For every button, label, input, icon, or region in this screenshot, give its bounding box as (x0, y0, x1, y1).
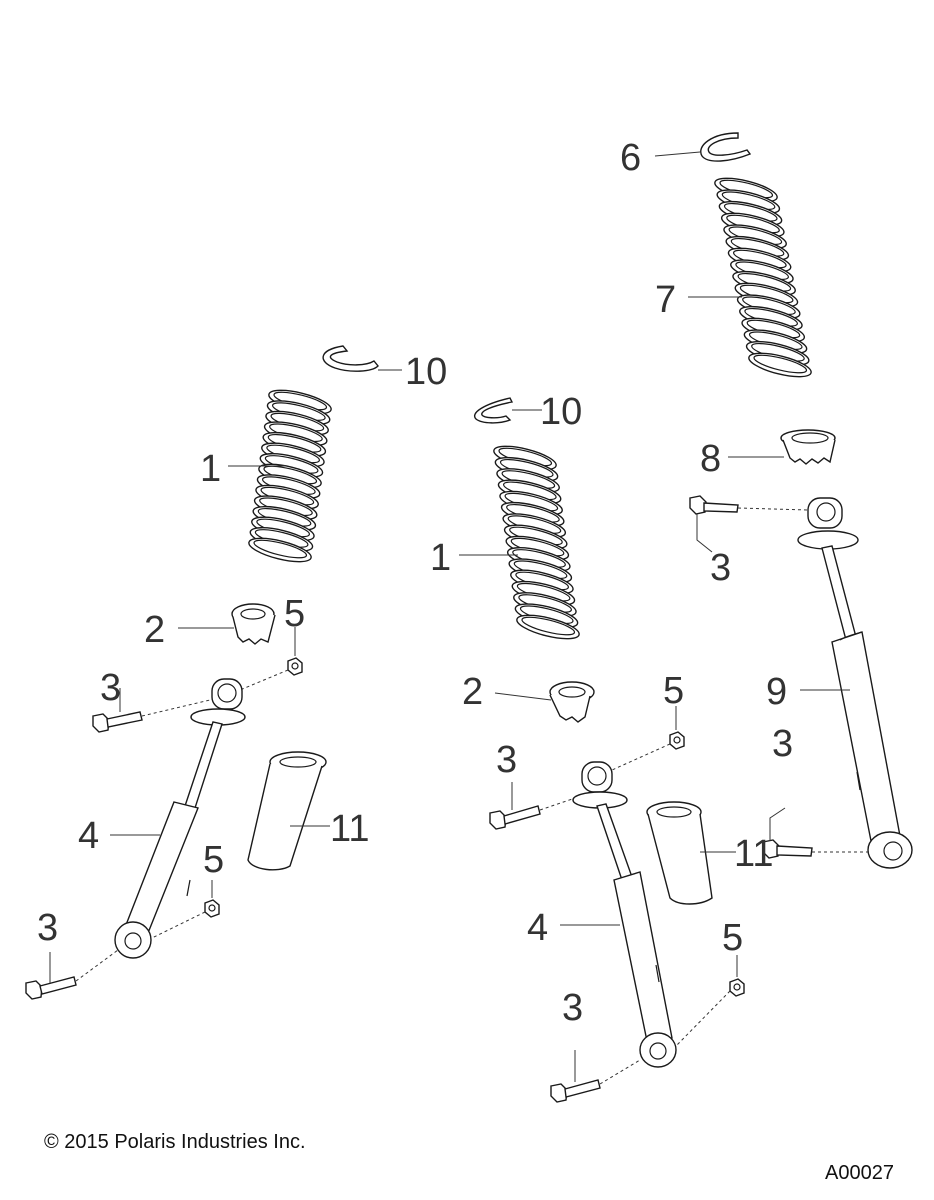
shock-absorber-4-middle (572, 761, 677, 1068)
callout-3-middle-bottom: 3 (562, 987, 583, 1029)
dash-5-middle-bottom (675, 990, 731, 1047)
bolt-3-middle-top (489, 805, 541, 830)
callout-11-left: 11 (330, 808, 369, 850)
retaining-ring-6 (700, 132, 752, 162)
nut-5-left-bottom (204, 899, 220, 918)
retaining-ring-10-left (322, 345, 379, 372)
shock-absorber-9 (797, 497, 913, 869)
bolt-3-right-bottom (762, 839, 813, 859)
callout-10-left: 10 (405, 351, 447, 393)
bump-stop-8 (780, 429, 836, 465)
callout-3-left-bottom: 3 (37, 907, 58, 949)
callout-4-middle: 4 (527, 907, 548, 949)
dash-5-left-top (239, 669, 289, 691)
coil-turn-inner (753, 354, 808, 374)
coil-turn (516, 614, 580, 640)
callout-5-left-bottom: 5 (203, 839, 224, 881)
bolt-3-middle-bottom (550, 1079, 601, 1103)
dash-3-left-bottom (75, 949, 119, 982)
dust-boot-11-left (247, 751, 327, 871)
coil-turn-inner (521, 616, 576, 636)
bolt-3-left-top (92, 711, 143, 733)
bump-stop-2-middle (549, 681, 595, 723)
coil-turn (248, 537, 312, 563)
dash-3-right-top (737, 507, 809, 511)
callout-7: 7 (655, 279, 676, 321)
callout-2-middle: 2 (462, 671, 483, 713)
coil-spring-1-middle (493, 445, 580, 640)
coil-spring-1-left (248, 389, 332, 563)
callout-11-middle: 11 (734, 833, 773, 875)
nut-5-middle-top (669, 731, 685, 750)
callout-3-right-top: 3 (710, 547, 731, 589)
dash-5-left-bottom (151, 911, 206, 939)
callout-8: 8 (700, 438, 721, 480)
nut-5-middle-bottom (729, 978, 745, 997)
coil-turn-inner (253, 539, 308, 559)
callout-5-middle-bottom: 5 (722, 917, 743, 959)
dash-3-middle-bottom (599, 1059, 641, 1085)
shock-absorber-4-left (114, 678, 246, 959)
coil-spring-7 (714, 177, 812, 378)
callout-3-middle-top: 3 (496, 739, 517, 781)
retaining-ring-10-middle (473, 397, 514, 424)
bolt-3-left-bottom (25, 976, 77, 1000)
callout-1-left: 1 (200, 448, 221, 490)
callout-2-left: 2 (144, 609, 165, 651)
callout-1-middle: 1 (430, 537, 451, 579)
bolt-3-right-top (689, 495, 739, 515)
callout-5-middle-top: 5 (663, 670, 684, 712)
callout-3-right-bottom: 3 (772, 723, 793, 765)
coil-turn (748, 352, 812, 378)
callout-10-middle: 10 (540, 391, 582, 433)
callout-4-left: 4 (78, 815, 99, 857)
leader-6 (654, 151, 701, 157)
drawing-id: A00027 (825, 1162, 894, 1184)
bump-stop-2-left (231, 603, 276, 645)
leader-3-right-top (696, 514, 713, 553)
dust-boot-11-middle (646, 801, 713, 905)
leader-2-middle (494, 692, 552, 701)
dash-5-middle-top (611, 743, 671, 771)
callout-5-left-top: 5 (284, 593, 305, 635)
leader-3-right-bottom (769, 807, 786, 841)
callout-9: 9 (766, 671, 787, 713)
callout-6: 6 (620, 137, 641, 179)
nut-5-left-top (287, 657, 303, 676)
callout-3-left-top: 3 (100, 667, 121, 709)
copyright-text: © 2015 Polaris Industries Inc. (44, 1131, 306, 1153)
